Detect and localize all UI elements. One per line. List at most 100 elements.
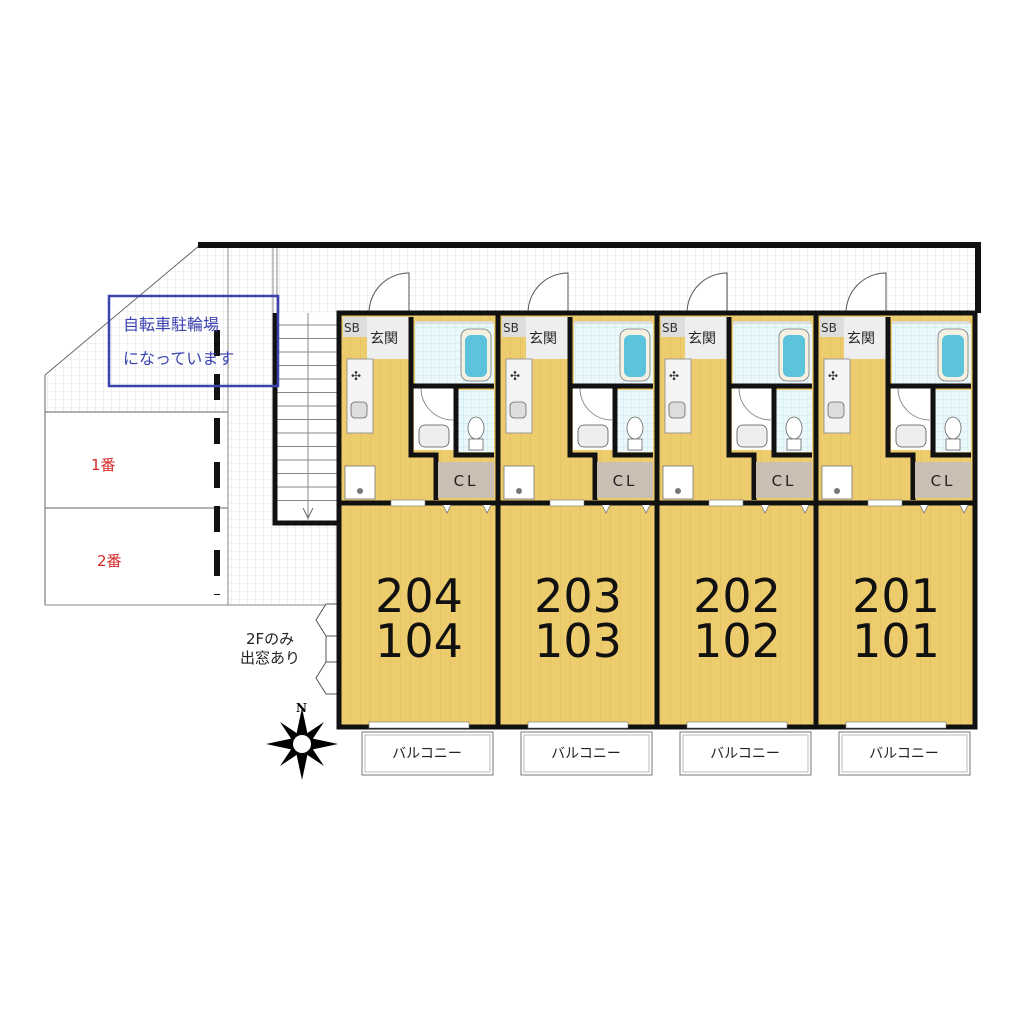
stove-icon: ✣ (828, 369, 838, 383)
sliding-door (708, 499, 744, 507)
washbasin-icon (736, 424, 768, 448)
bathroom-window (415, 321, 493, 324)
room-number-upper: 203 (534, 569, 622, 623)
closet-door (601, 504, 651, 514)
bay-window-note-line2: 出窓あり (240, 649, 300, 667)
bay-window-note-line1: 2Fのみ (246, 630, 294, 648)
compass-north-label: N (296, 701, 307, 715)
room-number-lower: 101 (852, 614, 940, 668)
entrance-door (845, 272, 887, 314)
entrance-label: 玄関 (688, 330, 716, 347)
toilet-icon (785, 416, 803, 440)
parking-space-2-label: 2番 (97, 552, 122, 570)
bathtub-icon (465, 335, 487, 377)
shoe-box (820, 317, 844, 337)
balcony (838, 731, 971, 776)
washroom-door (897, 387, 931, 421)
sink-icon (827, 401, 845, 419)
sliding-door (549, 499, 585, 507)
closet-label: CL (931, 472, 956, 490)
drain-icon (675, 488, 681, 494)
bicycle-parking-line2: になっています (123, 349, 234, 368)
entrance-door (368, 272, 410, 314)
washing-machine-space (821, 465, 853, 500)
balcony-window (527, 721, 629, 729)
closet (597, 462, 653, 498)
closet-label: CL (772, 472, 797, 490)
room-number-upper: 202 (693, 569, 781, 623)
sink-icon (668, 401, 686, 419)
washbasin-icon (895, 424, 927, 448)
room-number-lower: 104 (375, 614, 463, 668)
stove-icon: ✣ (351, 369, 361, 383)
entrance-label: 玄関 (370, 330, 398, 347)
entrance-label: 玄関 (529, 330, 557, 347)
entrance-area (844, 317, 888, 359)
drain-icon (516, 488, 522, 494)
balcony-label: バルコニー (392, 746, 462, 762)
bicycle-parking-line1: 自転車駐輪場 (123, 315, 219, 334)
balcony (679, 731, 812, 776)
closet-door (760, 504, 810, 514)
drain-icon (834, 488, 840, 494)
entrance-door (527, 272, 569, 314)
entrance-area (367, 317, 411, 359)
shoe-box-label: SB (662, 321, 678, 335)
closet (438, 462, 494, 498)
interior-wall (885, 317, 971, 500)
sink-icon (350, 401, 368, 419)
balcony (361, 731, 494, 776)
sliding-door (390, 499, 426, 507)
washroom-door (420, 387, 454, 421)
entrance-area (685, 317, 729, 359)
bathtub-icon (783, 335, 805, 377)
closet-label: CL (613, 472, 638, 490)
kitchen-counter (346, 358, 374, 434)
entrance-label: 玄関 (847, 330, 875, 347)
toilet-icon (626, 416, 644, 440)
bay-window (315, 603, 338, 695)
shoe-box-label: SB (821, 321, 837, 335)
balcony-window (845, 721, 947, 729)
toilet-icon (467, 416, 485, 440)
room-number-lower: 103 (534, 614, 622, 668)
sliding-door (867, 499, 903, 507)
kitchen-counter (664, 358, 692, 434)
balcony-label: バルコニー (869, 746, 939, 762)
bathtub-icon (624, 335, 646, 377)
washroom-door (738, 387, 772, 421)
bathroom-window (733, 321, 811, 324)
shoe-box-label: SB (503, 321, 519, 335)
washing-machine-space (662, 465, 694, 500)
entrance-area (526, 317, 570, 359)
bathroom-window (574, 321, 652, 324)
balcony-rail (682, 734, 809, 773)
bicycle-parking-note: 自転車駐輪場 になっています (107, 294, 280, 388)
bathroom-window (892, 321, 970, 324)
bathtub-icon (942, 335, 964, 377)
toilet-tank (945, 438, 961, 451)
washbasin-icon (577, 424, 609, 448)
balcony-window (368, 721, 470, 729)
room-number-lower: 102 (693, 614, 781, 668)
closet-door (919, 504, 969, 514)
balcony (520, 731, 653, 776)
interior-wall (567, 317, 653, 500)
kitchen-counter (505, 358, 533, 434)
washroom-door (579, 387, 613, 421)
interior-wall (726, 317, 812, 500)
closet-label: CL (454, 472, 479, 490)
balcony-rail (841, 734, 968, 773)
compass-icon (266, 708, 338, 780)
toilet-tank (786, 438, 802, 451)
room-number-upper: 204 (375, 569, 463, 623)
toilet-icon (944, 416, 962, 440)
closet (756, 462, 812, 498)
washbasin-icon (418, 424, 450, 448)
shoe-box (661, 317, 685, 337)
balcony-label: バルコニー (710, 746, 780, 762)
balcony-rail (523, 734, 650, 773)
